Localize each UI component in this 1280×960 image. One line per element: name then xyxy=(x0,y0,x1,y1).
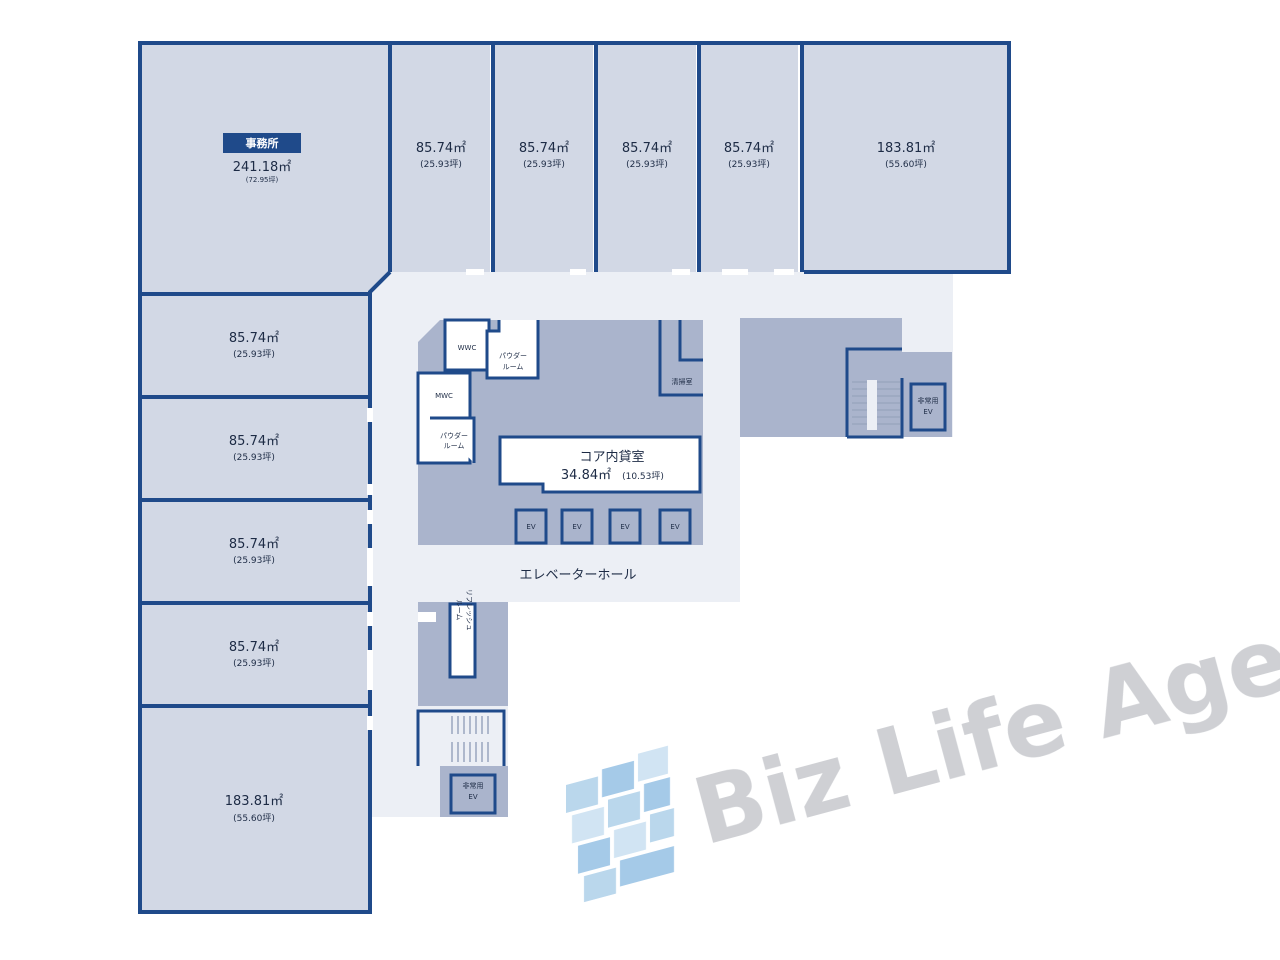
powder-room-label: パウダー xyxy=(440,431,468,440)
unit-area: 183.81㎡ xyxy=(877,141,936,156)
unit-area: 85.74㎡ xyxy=(416,141,466,156)
ev-label: EV xyxy=(620,523,629,531)
elevator-hall-label: エレベーターホール xyxy=(519,568,636,583)
core-room-area: 34.84㎡ xyxy=(561,468,611,483)
office-area: 241.18㎡ xyxy=(233,160,292,175)
powder-room-label: ルーム xyxy=(444,442,465,450)
unit-area: 85.74㎡ xyxy=(724,141,774,156)
ev-label: EV xyxy=(670,523,679,531)
mwc-label: MWC xyxy=(435,392,453,400)
watermark-text: Biz Life Agent xyxy=(683,576,1280,866)
emergency-ev-label: 非常用 xyxy=(918,396,939,405)
office-tsubo: (72.95坪) xyxy=(246,176,279,184)
office-unit: 事務所 241.18㎡ (72.95坪) xyxy=(223,133,301,184)
unit-tsubo: (25.93坪) xyxy=(728,159,770,170)
left-units: 85.74㎡ (25.93坪) 85.74㎡ (25.93坪) 85.74㎡ (… xyxy=(225,331,284,824)
unit-tsubo: (25.93坪) xyxy=(626,159,668,170)
lower-core xyxy=(416,602,506,815)
cleaning-room-label: 清掃室 xyxy=(672,377,693,386)
refresh-label: ルーム xyxy=(455,600,463,621)
right-core xyxy=(845,347,947,439)
powder-room-label: ルーム xyxy=(503,363,524,371)
room-fills xyxy=(140,43,1009,910)
unit-tsubo: (55.60坪) xyxy=(885,159,927,170)
unit-area: 85.74㎡ xyxy=(229,640,279,655)
unit-area: 85.74㎡ xyxy=(229,434,279,449)
core-labels: コア内貸室 34.84㎡ (10.53坪) WWC パウダー ルーム MWC パ… xyxy=(435,344,938,801)
ev-label: EV xyxy=(526,523,535,531)
wwc-label: WWC xyxy=(458,344,477,352)
ev-label: EV xyxy=(572,523,581,531)
watermark-logo-icon xyxy=(566,745,674,903)
emergency-ev-label: EV xyxy=(923,408,932,416)
powder-room-label: パウダー xyxy=(499,351,527,360)
emergency-ev-label: EV xyxy=(468,793,477,801)
office-tag: 事務所 xyxy=(246,136,279,150)
unit-tsubo: (25.93坪) xyxy=(233,555,275,566)
unit-area: 85.74㎡ xyxy=(519,141,569,156)
unit-tsubo: (25.93坪) xyxy=(233,349,275,360)
refresh-room-label: リフレッシュ ルーム xyxy=(455,589,473,631)
unit-tsubo: (25.93坪) xyxy=(233,658,275,669)
emergency-ev-label: 非常用 xyxy=(463,781,484,790)
unit-area: 85.74㎡ xyxy=(622,141,672,156)
unit-area: 85.74㎡ xyxy=(229,331,279,346)
core-rooms xyxy=(416,318,703,545)
unit-area: 183.81㎡ xyxy=(225,794,284,809)
refresh-label: リフレッシュ xyxy=(465,589,473,631)
walls xyxy=(138,41,1011,914)
unit-area: 85.74㎡ xyxy=(229,537,279,552)
unit-tsubo: (25.93坪) xyxy=(233,452,275,463)
core-room-tsubo: (10.53坪) xyxy=(622,471,664,482)
top-units: 85.74㎡ (25.93坪) 85.74㎡ (25.93坪) 85.74㎡ (… xyxy=(416,141,935,170)
watermark: Biz Life Agent xyxy=(566,576,1280,903)
unit-tsubo: (55.60坪) xyxy=(233,813,275,824)
unit-tsubo: (25.93坪) xyxy=(523,159,565,170)
unit-tsubo: (25.93坪) xyxy=(420,159,462,170)
core-room-name: コア内貸室 xyxy=(579,449,644,465)
